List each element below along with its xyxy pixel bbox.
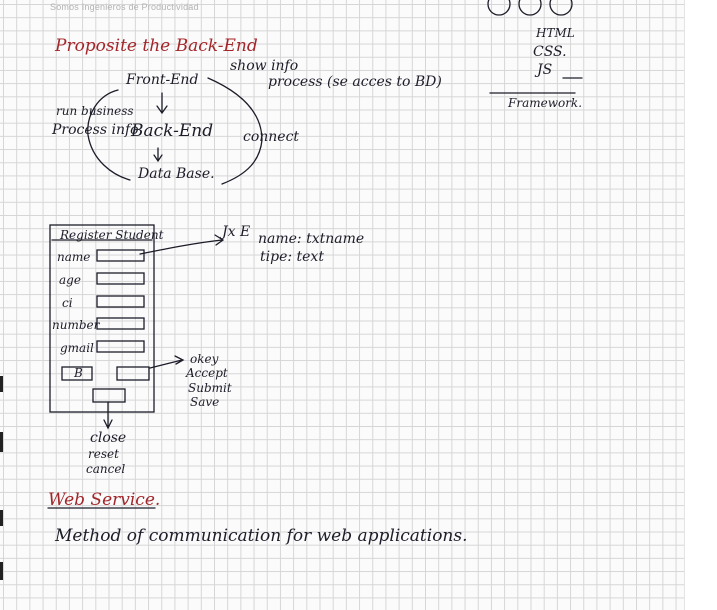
form-field-label: ci [62,296,73,310]
ok-annotation: Accept [186,366,228,380]
hole-mark [518,0,542,16]
hole-mark [549,0,573,16]
scan-edge-mark [0,376,3,392]
scan-edge-mark [0,562,3,580]
input-annotation-name: name: txtname [258,231,365,247]
stack-item: CSS. [533,44,567,60]
page-title: Proposite the Back-End [55,36,258,56]
flow-run-business: run business [56,104,134,118]
button-box [61,366,93,381]
arrow-down-icon [156,92,168,115]
section-title: Web Service. [48,490,161,510]
form-button-label: B [74,366,83,380]
input-box [96,340,145,353]
ok-annotation: Save [190,395,220,409]
cycle-arc-left [87,89,131,181]
cycle-arc-right [207,77,263,185]
form-field-label: number [52,318,100,332]
scan-edge-mark [0,432,3,452]
flow-process: process (se acces to BD) [268,74,442,90]
ok-annotation: okey [190,352,219,366]
input-box [96,249,145,262]
form-outline [49,224,155,413]
input-box [96,295,145,308]
close-annotation: cancel [86,462,126,476]
flow-show-info: show info [230,58,299,74]
form-title: Register Student [60,228,164,242]
flow-data-base: Data Base. [138,166,215,182]
flow-connect: connect [243,129,300,145]
button-box [92,388,126,403]
flow-front-end: Front-End [126,72,199,88]
close-annotation: reset [88,447,119,461]
page-margin [684,0,717,610]
page-header: Somos Ingenieros de Productividad [50,2,199,12]
frameworks-label: Framework. [508,96,583,110]
stack-item: JS [537,62,553,78]
form-field-label: gmail [60,341,94,355]
arrow-down-icon [153,147,163,163]
close-annotation: close [90,430,127,446]
flow-process-info: Process info [52,122,139,138]
hole-mark [487,0,511,16]
arrow-right-icon [149,355,185,369]
form-field-label: name [57,250,91,264]
stack-item: HTML [536,26,575,40]
input-annotation-type: tipe: text [260,249,324,265]
input-box [96,272,145,285]
flow-back-end: Back-End [131,121,214,141]
arrow-down-icon [103,401,113,430]
form-field-label: age [59,273,81,287]
ok-annotation: Submit [188,381,232,395]
input-annotation-label: Jx E [222,224,251,240]
definition-text: Method of communication for web applicat… [55,526,468,546]
input-box [96,317,145,330]
button-box [116,366,150,381]
scan-edge-mark [0,510,3,526]
arrow-right-icon [139,234,225,255]
